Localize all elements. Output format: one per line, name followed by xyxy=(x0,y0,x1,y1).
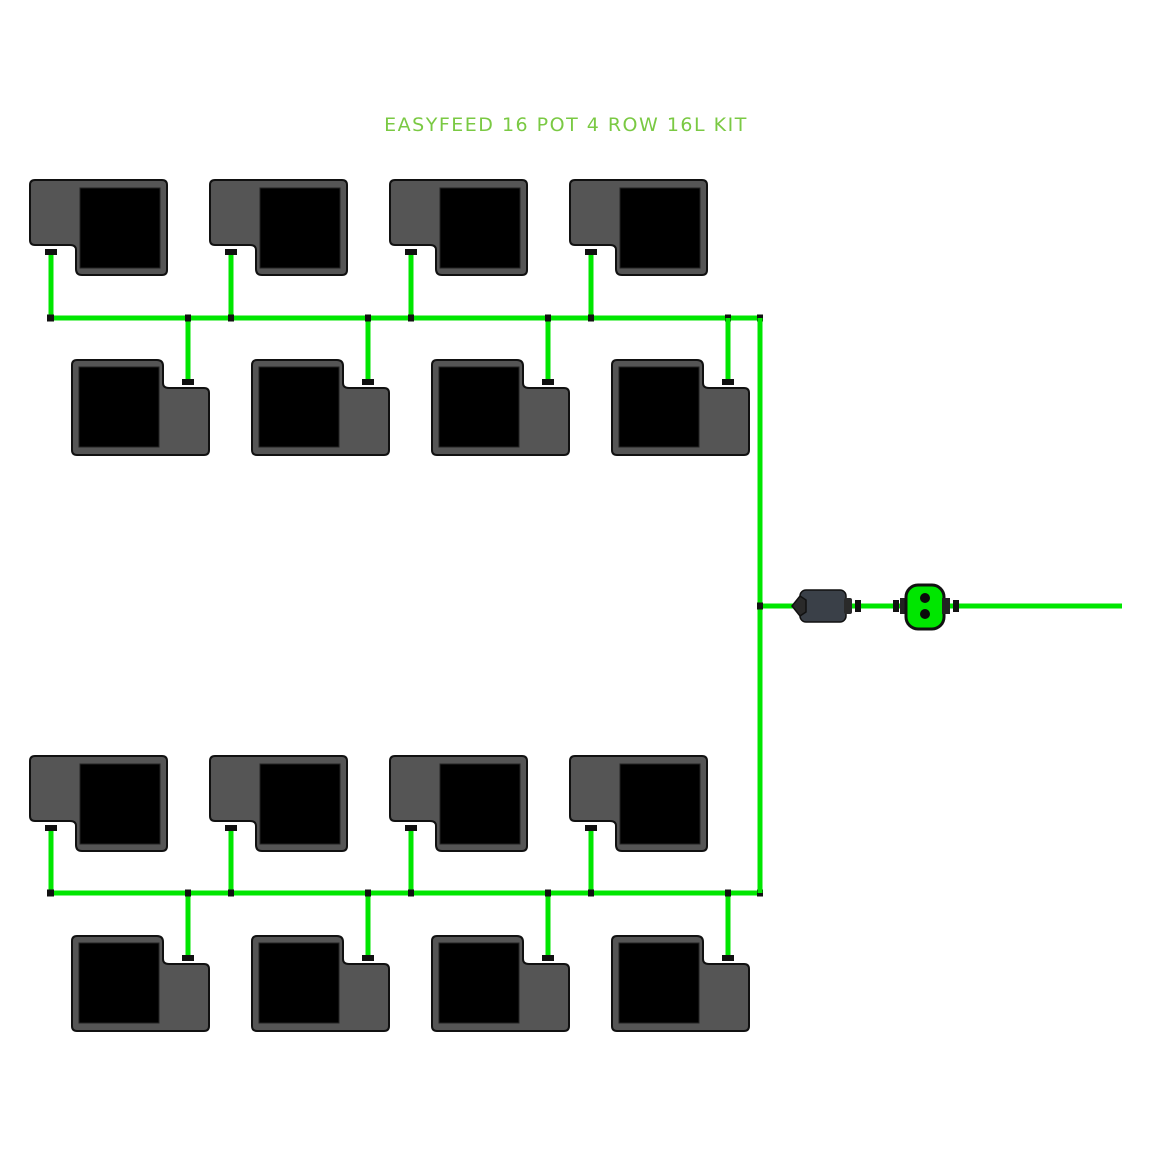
tube-connector xyxy=(408,314,414,322)
pot xyxy=(569,179,708,276)
tube-connector xyxy=(545,889,551,897)
pot xyxy=(29,755,168,852)
pot-insert xyxy=(439,763,521,845)
valve-inlet xyxy=(900,598,908,614)
tube-connector xyxy=(362,379,374,385)
filter-body xyxy=(799,589,847,623)
tube-connector xyxy=(408,889,414,897)
tube-connector xyxy=(185,889,191,897)
pot xyxy=(251,359,390,456)
tube-connector xyxy=(953,600,959,612)
tube-connector xyxy=(725,889,731,897)
tube-connector xyxy=(405,825,417,831)
pot-insert xyxy=(79,187,161,269)
tube-connector xyxy=(722,379,734,385)
pot-grid xyxy=(29,179,750,1032)
pot-insert xyxy=(438,942,520,1024)
pot xyxy=(611,935,750,1032)
tube-connector xyxy=(228,314,234,322)
tube-connector xyxy=(405,249,417,255)
inline-devices xyxy=(45,249,959,961)
tube-network xyxy=(45,249,1122,961)
tube-connector xyxy=(545,314,551,322)
tube-connector xyxy=(45,825,57,831)
tube-connector xyxy=(182,955,194,961)
filter-icon xyxy=(791,589,852,623)
pot xyxy=(209,755,348,852)
tube-connector xyxy=(365,889,371,897)
tube-connector xyxy=(362,955,374,961)
pot xyxy=(431,359,570,456)
pot-insert xyxy=(438,366,520,448)
tube-connector xyxy=(588,889,594,897)
pot xyxy=(71,359,210,456)
pot-insert xyxy=(439,187,521,269)
pot-insert xyxy=(259,187,341,269)
pot xyxy=(251,935,390,1032)
pot-insert xyxy=(79,763,161,845)
pot-insert xyxy=(258,942,340,1024)
filter-outlet xyxy=(844,598,852,614)
tube-connector xyxy=(722,955,734,961)
tube-connector xyxy=(365,314,371,322)
pot-insert xyxy=(618,366,700,448)
valve-dot xyxy=(920,609,930,619)
pot xyxy=(431,935,570,1032)
tube-connector xyxy=(45,249,57,255)
pot xyxy=(611,359,750,456)
pot-insert xyxy=(78,942,160,1024)
tube-connector xyxy=(757,602,763,610)
pot xyxy=(389,179,528,276)
tube-connector xyxy=(855,600,861,612)
pot-insert xyxy=(619,763,701,845)
tube-connector xyxy=(228,889,234,897)
tube-connector xyxy=(182,379,194,385)
tube-connector xyxy=(225,825,237,831)
filter-cap xyxy=(791,594,807,618)
pot xyxy=(389,755,528,852)
valve-icon xyxy=(900,583,950,631)
tube-connector xyxy=(48,889,54,897)
pot xyxy=(29,179,168,276)
tube-connector xyxy=(585,825,597,831)
tube-connector xyxy=(893,600,899,612)
pot-insert xyxy=(78,366,160,448)
tube-connector xyxy=(48,314,54,322)
tube-connector xyxy=(225,249,237,255)
valve-outlet xyxy=(942,598,950,614)
pot-insert xyxy=(259,763,341,845)
pot xyxy=(569,755,708,852)
tube-connector xyxy=(588,314,594,322)
pot xyxy=(209,179,348,276)
valve-body xyxy=(904,583,946,631)
diagram-title: EASYFEED 16 POT 4 ROW 16L KIT xyxy=(384,114,748,136)
pot-insert xyxy=(619,187,701,269)
pot-insert xyxy=(258,366,340,448)
tube-connector xyxy=(585,249,597,255)
tube-connector xyxy=(185,314,191,322)
pot xyxy=(71,935,210,1032)
tube-connector xyxy=(542,379,554,385)
tube-connector xyxy=(542,955,554,961)
valve-dot xyxy=(920,593,930,603)
pot-insert xyxy=(618,942,700,1024)
